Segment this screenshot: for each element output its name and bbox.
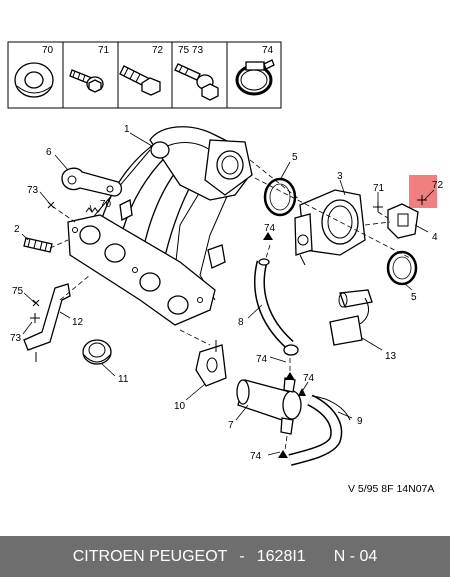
stud-washer-icon xyxy=(174,63,219,101)
callout-71: 71 xyxy=(373,183,385,194)
stud-2 xyxy=(23,237,53,253)
hardware-legend: 70 71 72 75 73 74 xyxy=(7,41,282,109)
callout-labels: 1 2 3 4 5 5 6 7 8 9 10 11 12 13 70 71 72… xyxy=(10,124,444,462)
bracket-10 xyxy=(195,340,227,387)
callout-74-b: 74 xyxy=(256,354,268,365)
callout-12: 12 xyxy=(72,317,84,328)
throttle-body-3 xyxy=(294,189,366,266)
callout-9: 9 xyxy=(357,416,363,427)
gasket-5-lower xyxy=(386,250,418,286)
callout-6: 6 xyxy=(46,147,52,158)
footer-part-number: 1628I1 xyxy=(256,547,306,565)
bolt-icon xyxy=(119,65,161,96)
legend-label-72: 72 xyxy=(152,45,164,56)
footer-separator: - xyxy=(239,547,245,565)
reference-code: V 5/95 8F 14N07A xyxy=(348,483,434,495)
connector-13 xyxy=(329,289,373,346)
fastener-markers xyxy=(30,195,427,323)
legend-label-70: 70 xyxy=(42,45,54,56)
callout-8: 8 xyxy=(238,317,244,328)
clamp-arrow-markers xyxy=(263,232,306,458)
intake-manifold xyxy=(67,126,253,326)
screw-icon xyxy=(69,69,104,93)
callout-75: 75 xyxy=(12,286,24,297)
callout-73-lower: 73 xyxy=(10,333,22,344)
footer-brand: CITROEN PEUGEOT xyxy=(72,547,228,565)
legend-label-75-73: 75 73 xyxy=(178,45,203,56)
callout-1: 1 xyxy=(124,124,130,135)
legend-label-71: 71 xyxy=(98,45,110,56)
callout-73-upper: 73 xyxy=(27,185,39,196)
leader-lines xyxy=(21,132,435,456)
callout-5-lower: 5 xyxy=(411,292,417,303)
bracket-6 xyxy=(61,167,123,197)
washer-icon xyxy=(14,62,54,98)
callout-2: 2 xyxy=(14,224,20,235)
hose-8 xyxy=(254,258,299,356)
footer-bar: CITROEN PEUGEOT - 1628I1 N - 04 xyxy=(0,536,450,577)
assembly-lines xyxy=(49,159,411,451)
grommet-11 xyxy=(82,339,112,365)
callout-74-a: 74 xyxy=(264,223,276,234)
exploded-parts-diagram: 70 71 72 75 73 74 xyxy=(7,41,444,495)
callout-74-c: 74 xyxy=(303,373,315,384)
bracket-12 xyxy=(23,283,71,362)
hose-9 xyxy=(288,394,351,466)
footer-page: N - 04 xyxy=(333,547,378,565)
callout-11: 11 xyxy=(118,374,129,385)
callout-74-d: 74 xyxy=(250,451,262,462)
callout-3: 3 xyxy=(337,171,343,182)
callout-13: 13 xyxy=(385,351,397,362)
callout-5-upper: 5 xyxy=(292,152,298,163)
spring-70 xyxy=(85,207,102,213)
sensor-4 xyxy=(387,203,419,239)
legend-label-74: 74 xyxy=(262,45,274,56)
callout-10: 10 xyxy=(174,401,186,412)
hose-clamp-icon xyxy=(235,59,275,96)
idle-valve-7 xyxy=(236,377,302,435)
callout-72: 72 xyxy=(432,180,444,191)
callout-7: 7 xyxy=(228,420,234,431)
callout-4: 4 xyxy=(432,232,438,243)
gasket-5-upper xyxy=(263,177,297,217)
callout-70: 70 xyxy=(100,199,112,210)
